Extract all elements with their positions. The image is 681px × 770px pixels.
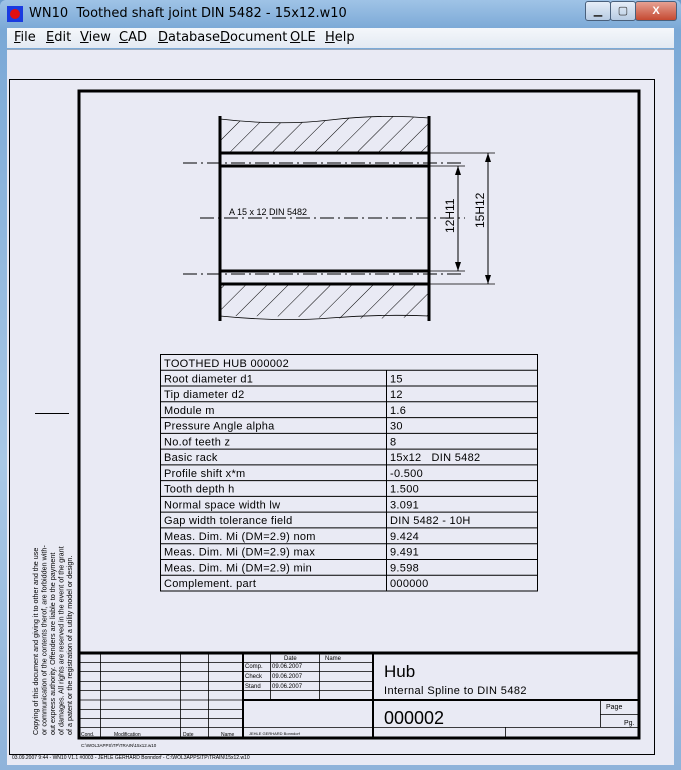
title-bar[interactable]: WN10 Toothed shaft joint DIN 5482 - 15x1… (0, 0, 681, 28)
copyright-note: Copying of this document and giving it t… (31, 545, 74, 735)
dimension-15h12: 15H12 (473, 192, 487, 228)
row-value: 9.491 (390, 547, 419, 559)
row-value: 1.500 (390, 484, 419, 496)
company-name: JEHLE GERHARD Bonndorf (249, 731, 301, 736)
window-title: WN10 Toothed shaft joint DIN 5482 - 15x1… (29, 6, 347, 21)
row-label: Gap width tolerance field (164, 515, 293, 527)
row-value: 12 (390, 389, 403, 401)
table-row: Normal space width lw 3.091 (164, 499, 419, 511)
menu-file[interactable]: File (14, 30, 36, 45)
paper-border (9, 79, 655, 755)
pg-label: Pg. (624, 720, 635, 727)
row-value: 9.424 (390, 531, 419, 543)
designation-label: A 15 x 12 DIN 5482 (229, 207, 307, 217)
row-label: Module m (164, 405, 215, 417)
title-block (79, 651, 639, 738)
row-label: Meas. Dim. Mi (DM=2.9) min (164, 562, 312, 574)
svg-text:out express authority. Offende: out express authority. Offenders are lia… (48, 553, 57, 735)
role-stand: Stand (245, 684, 261, 690)
row-value: -0.500 (390, 468, 423, 480)
row-value: DIN 5482 - 10H (390, 515, 471, 527)
rev-header-modification: Modification (114, 732, 141, 738)
table-row: Complement. part 000000 (164, 578, 429, 590)
table-row: Root diameter d1 15 (164, 373, 403, 385)
role-comp: Comp. (245, 664, 263, 670)
table-row: Module m 1.6 (164, 405, 406, 417)
drawing-frame (77, 89, 641, 740)
row-label: Tooth depth h (164, 484, 235, 496)
part-description: Internal Spline to DIN 5482 (384, 685, 527, 697)
hatch-top (220, 116, 429, 153)
menu-bar: File Edit View CAD Database Document OLE… (7, 28, 674, 48)
row-value: 30 (390, 421, 403, 433)
close-button[interactable]: X (635, 1, 677, 21)
table-row: Meas. Dim. Mi (DM=2.9) max 9.491 (164, 547, 419, 559)
svg-text:or communication of the conten: or communication of the contents therof,… (40, 545, 49, 735)
table-row: Tooth depth h 1.500 (164, 484, 419, 496)
date-header: Date (284, 656, 297, 662)
row-value: 15x12 DIN 5482 (390, 452, 480, 464)
dimension-12h11: 12H11 (443, 198, 457, 233)
row-label: Meas. Dim. Mi (DM=2.9) nom (164, 531, 316, 543)
date-stand: 09.06.2007 (272, 684, 303, 690)
row-label: Root diameter d1 (164, 373, 253, 385)
file-path: C:\WOL3APPS\TP\TRAIN\15x12.w10 (81, 743, 157, 748)
rev-header-date: Date (183, 732, 194, 738)
row-value: 9.598 (390, 562, 419, 574)
drawing-area[interactable] (7, 49, 674, 765)
row-label: Normal space width lw (164, 499, 280, 511)
hatch-bottom (220, 284, 429, 319)
table-row: Pressure Angle alpha 30 (164, 421, 403, 433)
row-value: 3.091 (390, 499, 419, 511)
name-header: Name (325, 656, 342, 662)
table-row: Basic rack 15x12 DIN 5482 (164, 452, 480, 464)
hub-section-view: A 15 x 12 DIN 5482 12H11 15H12 (183, 116, 495, 321)
menu-database[interactable]: Database (158, 30, 221, 45)
rev-header-cond: Cond. (81, 732, 94, 738)
row-label: No.of teeth z (164, 436, 230, 448)
row-value: 1.6 (390, 405, 406, 417)
minimize-button[interactable]: ▁ (585, 1, 611, 21)
date-check: 09.06.2007 (272, 674, 303, 680)
row-label: Basic rack (164, 452, 218, 464)
menu-help[interactable]: Help (325, 30, 355, 45)
part-name: Hub (384, 662, 415, 681)
row-label: Profile shift x*m (164, 468, 246, 480)
svg-text:of a patent or the registratio: of a patent or the registration of a uti… (65, 556, 74, 735)
table-title: TOOTHED HUB 000002 (164, 358, 289, 370)
role-check: Check (245, 674, 263, 680)
drawing-number: 000002 (384, 708, 444, 728)
date-comp: 09.06.2007 (272, 664, 303, 670)
rev-header-name: Name (221, 732, 235, 738)
svg-text:of damages. All rights are res: of damages. All rights are reserved in t… (57, 546, 66, 735)
table-row: Tip diameter d2 12 (164, 389, 403, 401)
table-row: No.of teeth z 8 (164, 436, 396, 448)
app-icon[interactable] (7, 6, 23, 22)
table-row: Meas. Dim. Mi (DM=2.9) min 9.598 (164, 562, 419, 574)
row-value: 000000 (390, 578, 429, 590)
menu-ole[interactable]: OLE (290, 30, 316, 45)
menu-cad[interactable]: CAD (119, 30, 147, 45)
status-line: 03.09.2007 9:44 - WN10 V1.1 #0003 - JEHL… (12, 755, 250, 761)
row-value: 15 (390, 373, 403, 385)
row-label: Pressure Angle alpha (164, 421, 275, 433)
page-label: Page (606, 704, 622, 711)
spline-data-table: TOOTHED HUB 000002 Root diameter d1 15Tip… (160, 354, 538, 592)
row-label: Complement. part (164, 578, 256, 590)
menu-document[interactable]: Document (220, 30, 288, 45)
menu-edit[interactable]: Edit (46, 30, 72, 45)
row-label: Meas. Dim. Mi (DM=2.9) max (164, 547, 315, 559)
menu-view[interactable]: View (80, 30, 111, 45)
table-row: Profile shift x*m -0.500 (164, 468, 423, 480)
table-row: Gap width tolerance field DIN 5482 - 10H (164, 515, 471, 527)
row-value: 8 (390, 436, 396, 448)
svg-text:Copying of this document and g: Copying of this document and giving it t… (31, 548, 40, 735)
row-label: Tip diameter d2 (164, 389, 245, 401)
table-row: Meas. Dim. Mi (DM=2.9) nom 9.424 (164, 531, 419, 543)
